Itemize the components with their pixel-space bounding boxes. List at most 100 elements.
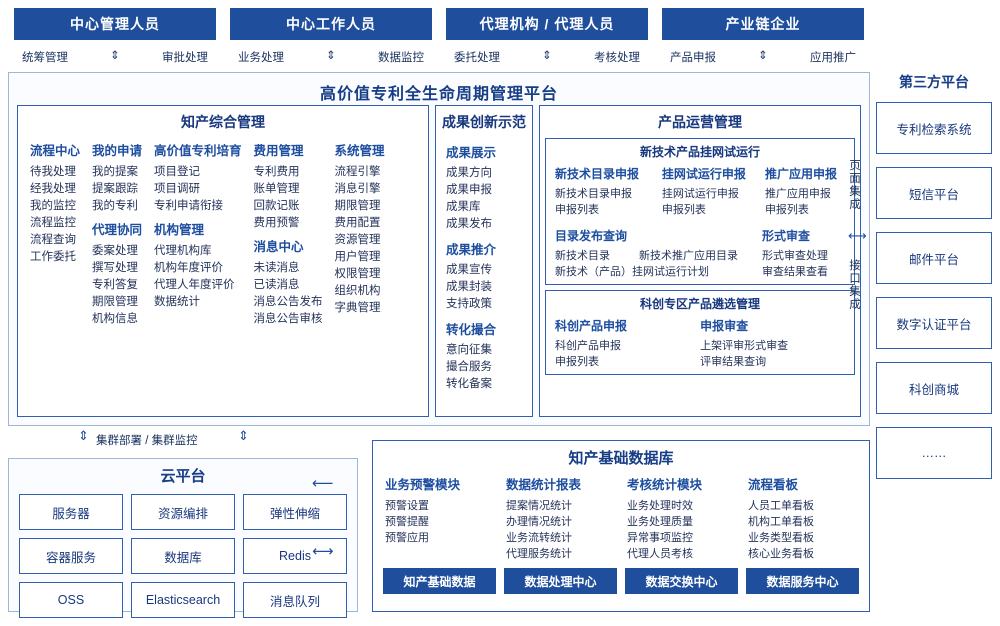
menu-item[interactable]: 流程监控 [30,217,76,229]
menu-item[interactable]: 我的专利 [92,200,139,212]
third-party-sms[interactable]: 短信平台 [876,167,992,219]
menu-item[interactable]: 专利答复 [92,279,139,291]
menu-item[interactable]: 推广应用申报 [764,188,831,200]
menu-item[interactable]: 我的提案 [92,166,139,178]
menu-item[interactable]: 账单管理 [253,183,300,195]
menu-item[interactable]: 挂网试运行申报 [661,188,739,200]
menu-item[interactable]: 业务处理时效 [627,500,693,512]
menu-item[interactable]: 上架评审形式审查 [700,340,789,352]
menu-item[interactable]: 预警提醒 [385,516,429,528]
menu-item[interactable]: 撮合服务 [446,361,492,373]
cloud-item-autoscaling[interactable]: 弹性伸缩 [243,494,347,530]
menu-item[interactable]: 回款记账 [253,200,300,212]
third-party-patent-search[interactable]: 专利检索系统 [876,102,992,154]
menu-item[interactable]: 权限管理 [334,268,381,280]
menu-item[interactable]: 业务类型看板 [748,532,814,544]
menu-item[interactable]: 新技术目录 [555,250,610,262]
menu-item[interactable]: 新技术目录申报 [555,188,632,200]
menu-item[interactable]: 代理人年度评价 [154,279,235,291]
menu-item[interactable]: 资源管理 [334,234,381,246]
menu-item[interactable]: 形式审查处理 [761,250,828,262]
menu-item[interactable]: 字典管理 [334,302,381,314]
menu-item[interactable]: 成果宣传 [446,264,492,276]
menu-item[interactable]: 提案跟踪 [92,183,139,195]
menu-item[interactable]: 成果库 [446,201,481,213]
menu-item[interactable]: 评审结果查询 [700,356,767,368]
cloud-item-mq[interactable]: 消息队列 [243,582,347,618]
menu-item[interactable]: 用户管理 [334,251,381,263]
menu-item[interactable]: 申报列表 [764,204,809,216]
third-party-more[interactable]: …… [876,427,992,479]
menu-item[interactable]: 待我处理 [30,166,76,178]
menu-item[interactable]: 新技术（产品）挂网试运行计划 [555,266,709,278]
menu-item[interactable]: 已读消息 [253,279,300,291]
menu-item[interactable]: 成果方向 [446,167,492,179]
menu-item[interactable]: 代理人员考核 [627,548,693,560]
db-tag-exchange-center[interactable]: 数据交换中心 [625,568,738,594]
menu-item[interactable]: 项目登记 [154,166,201,178]
menu-item[interactable]: 工作委托 [30,251,76,263]
menu-item[interactable]: 申报列表 [555,356,599,368]
menu-item[interactable]: 期限管理 [334,200,381,212]
cloud-item-oss[interactable]: OSS [19,582,123,618]
menu-item[interactable]: 成果封装 [446,281,492,293]
menu-item[interactable]: 费用配置 [334,217,381,229]
menu-item[interactable]: 提案情况统计 [506,500,572,512]
cloud-item-orchestration[interactable]: 资源编排 [131,494,235,530]
menu-item[interactable]: 异常事项监控 [627,532,693,544]
menu-item[interactable]: 数据统计 [154,296,201,308]
menu-item[interactable]: 支持政策 [446,298,492,310]
menu-item[interactable]: 专利申请衔接 [154,200,224,212]
cluster-label: 集群部署 / 集群监控 [96,435,198,447]
menu-item[interactable]: 未读消息 [253,262,300,274]
menu-item[interactable]: 新技术推广应用目录 [639,250,738,262]
menu-item[interactable]: 经我处理 [30,183,76,195]
third-party-email[interactable]: 邮件平台 [876,232,992,284]
menu-item[interactable]: 审查结果查看 [761,266,828,278]
cloud-item-elasticsearch[interactable]: Elasticsearch [131,582,235,618]
menu-item[interactable]: 代理服务统计 [506,548,572,560]
col-header: 挂网试运行申报 [661,167,746,181]
menu-item[interactable]: 流程引擎 [334,166,381,178]
menu-item[interactable]: 消息引擎 [334,183,381,195]
module-title: 知产综合管理 [181,114,265,130]
cloud-item-database[interactable]: 数据库 [131,538,235,574]
menu-item[interactable]: 意向征集 [446,344,492,356]
menu-item[interactable]: 流程查询 [30,234,76,246]
menu-item[interactable]: 人员工单看板 [748,500,814,512]
menu-item[interactable]: 专利费用 [253,166,300,178]
db-tag-service-center[interactable]: 数据服务中心 [746,568,859,594]
menu-item[interactable]: 转化备案 [446,378,492,390]
cloud-item-container[interactable]: 容器服务 [19,538,123,574]
menu-item[interactable]: 消息公告审核 [253,313,323,325]
third-party-mall[interactable]: 科创商城 [876,362,992,414]
menu-item[interactable]: 成果申报 [446,184,492,196]
menu-item[interactable]: 我的监控 [30,200,76,212]
menu-item[interactable]: 机构工单看板 [748,516,814,528]
cloud-item-redis[interactable]: Redis [243,538,347,574]
menu-item[interactable]: 业务处理质量 [627,516,693,528]
third-party-ca[interactable]: 数字认证平台 [876,297,992,349]
menu-item[interactable]: 消息公告发布 [253,296,323,308]
cloud-item-server[interactable]: 服务器 [19,494,123,530]
menu-item[interactable]: 申报列表 [661,204,706,216]
menu-item[interactable]: 申报列表 [555,204,599,216]
menu-item[interactable]: 委案处理 [92,245,139,257]
menu-item[interactable]: 核心业务看板 [748,548,814,560]
menu-item[interactable]: 机构信息 [92,313,139,325]
menu-item[interactable]: 费用预警 [253,217,300,229]
menu-item[interactable]: 成果发布 [446,218,492,230]
menu-item[interactable]: 机构年度评价 [154,262,224,274]
menu-item[interactable]: 组织机构 [334,285,381,297]
menu-item[interactable]: 撰写处理 [92,262,139,274]
db-tag-base-data[interactable]: 知产基础数据 [383,568,496,594]
menu-item[interactable]: 代理机构库 [154,245,212,257]
db-tag-processing-center[interactable]: 数据处理中心 [504,568,617,594]
menu-item[interactable]: 科创产品申报 [555,340,621,352]
menu-item[interactable]: 预警设置 [385,500,429,512]
menu-item[interactable]: 期限管理 [92,296,139,308]
menu-item[interactable]: 预警应用 [385,532,429,544]
menu-item[interactable]: 业务流转统计 [506,532,572,544]
menu-item[interactable]: 办理情况统计 [506,516,572,528]
menu-item[interactable]: 项目调研 [154,183,201,195]
